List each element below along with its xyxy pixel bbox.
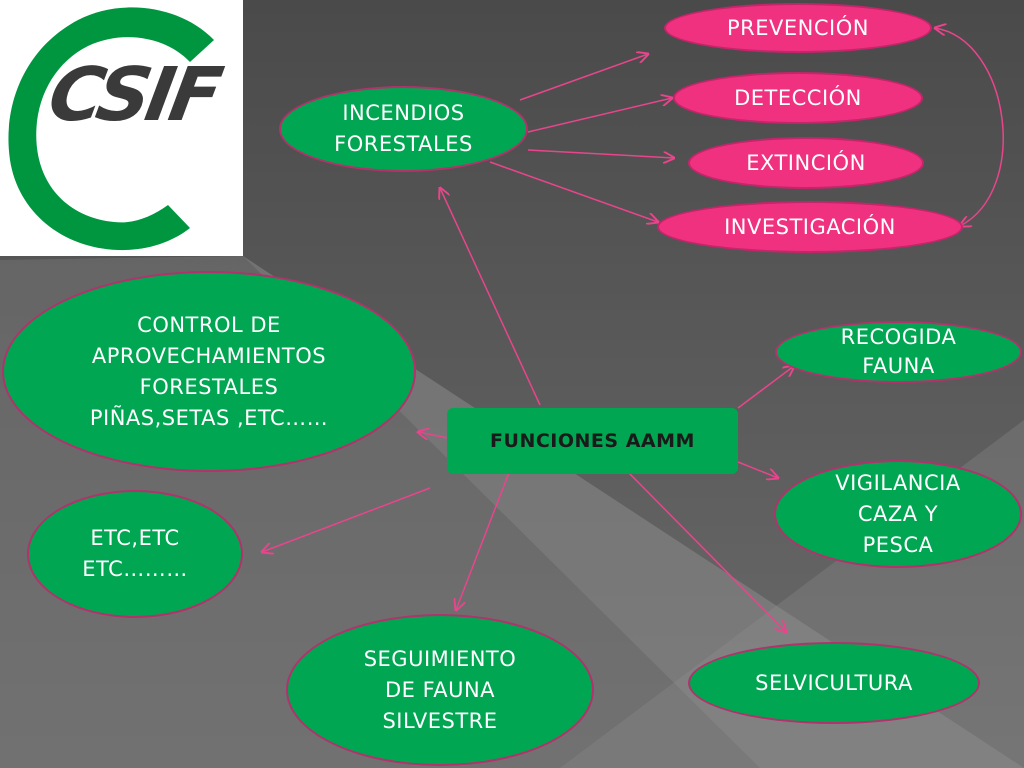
node-prevencion[interactable]: PREVENCIÓN [664,3,932,53]
selvicultura-label: SELVICULTURA [755,670,913,695]
node-vigilancia-caza-pesca[interactable]: VIGILANCIA CAZA Y PESCA [774,460,1022,568]
seguimiento-line-1: SEGUIMIENTO [363,646,517,671]
control-line-2: APROVECHAMIENTOS [91,343,327,368]
arrow-to-deteccion [527,98,672,133]
csif-logo-c-icon [8,7,214,251]
seguimiento-line-3: SILVESTRE [382,708,498,733]
arrow-to-vigilancia [737,461,778,478]
center-node-label: FUNCIONES AAMM [490,430,695,452]
node-recogida-fauna[interactable]: RECOGIDA FAUNA [775,321,1022,383]
incendios-line-1: INCENDIOS [342,101,465,125]
arrow-to-incendios [440,188,541,406]
node-control-aprovechamientos[interactable]: CONTROL DE APROVECHAMIENTOS FORESTALES P… [2,271,416,472]
recogida-line-2: FAUNA [862,354,935,378]
csif-logo: CSIF [0,0,243,256]
seguimiento-line-2: DE FAUNA [384,677,496,702]
vigilancia-line-1: VIGILANCIA [835,470,961,495]
investigacion-label: INVESTIGACIÓN [724,214,896,239]
node-seguimiento-fauna[interactable]: SEGUIMIENTO DE FAUNA SILVESTRE [286,614,594,766]
node-investigacion[interactable]: INVESTIGACIÓN [657,201,963,253]
arrow-to-recogida [737,366,794,409]
arrow-to-etc [262,487,431,552]
arrow-to-investigacion [489,161,658,222]
etc-line-1: ETC,ETC [90,526,180,550]
prevencion-label: PREVENCIÓN [727,15,869,40]
node-etc[interactable]: ETC,ETC ETC……… [27,490,243,618]
center-node-funciones-aamm[interactable]: FUNCIONES AAMM [447,408,738,474]
vigilancia-line-2: CAZA Y [857,501,939,526]
node-extincion[interactable]: EXTINCIÓN [688,137,924,189]
incendios-line-2: FORESTALES [334,132,473,156]
node-deteccion[interactable]: DETECCIÓN [673,72,923,124]
arrow-prevencion-investigacion [935,28,1004,226]
arrow-to-control [418,432,449,438]
arrow-to-extincion [527,149,674,158]
arrow-to-seguimiento [456,469,511,610]
node-incendios-forestales[interactable]: INCENDIOS FORESTALES [279,86,528,172]
etc-line-2: ETC……… [82,557,188,581]
vigilancia-line-3: PESCA [862,532,934,557]
control-line-3: FORESTALES [139,374,279,399]
control-line-4: PIÑAS,SETAS ,ETC…… [89,405,329,430]
deteccion-label: DETECCIÓN [734,85,862,110]
recogida-line-1: RECOGIDA [840,325,957,349]
node-selvicultura[interactable]: SELVICULTURA [688,642,980,724]
arrow-to-selvicultura [625,469,786,632]
extincion-label: EXTINCIÓN [746,150,866,175]
control-line-1: CONTROL DE [137,312,281,337]
arrow-to-prevencion [519,54,648,101]
